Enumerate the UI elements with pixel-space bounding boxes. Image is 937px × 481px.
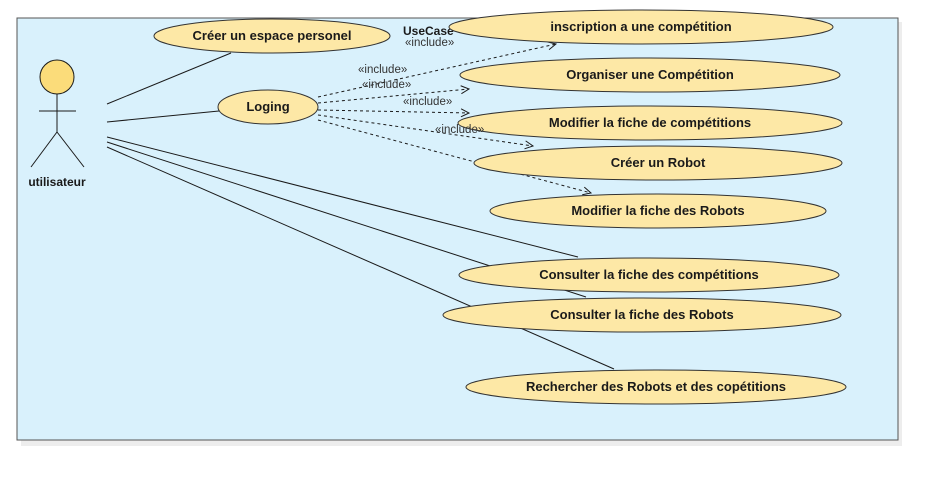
use-case-label: Organiser une Compétition <box>566 67 734 82</box>
use-case-rechercher[interactable]: Rechercher des Robots et des copétitions <box>465 369 847 405</box>
use-case-inscription[interactable]: inscription a une compétition <box>448 9 834 45</box>
usecases-layer: Créer un espace personel inscription a u… <box>153 9 847 405</box>
include-label: «include» <box>403 96 452 108</box>
use-case-label: Modifier la fiche de compétitions <box>549 115 751 130</box>
use-case-creer-espace[interactable]: Créer un espace personel <box>153 18 391 54</box>
use-case-label: Consulter la fiche des compétitions <box>539 267 759 282</box>
use-case-label: Loging <box>246 99 289 114</box>
include-arrow-inscription <box>317 44 556 98</box>
include-labels: «include» «include» «include» «include» … <box>358 37 484 136</box>
association-rechercher <box>106 146 615 370</box>
association-loging <box>106 110 220 123</box>
actor-right-leg <box>56 131 85 168</box>
system-title: UseCase <box>403 24 454 38</box>
use-case-loging[interactable]: Loging <box>217 89 319 125</box>
actor-head-icon <box>39 59 75 95</box>
use-case-organiser[interactable]: Organiser une Compétition <box>459 57 841 93</box>
include-label: «include» <box>405 37 454 49</box>
include-label: «include» <box>435 124 484 136</box>
use-case-label: inscription a une compétition <box>550 19 731 34</box>
use-case-label: Consulter la fiche des Robots <box>550 307 733 322</box>
use-case-modifier-competitions[interactable]: Modifier la fiche de compétitions <box>457 105 843 141</box>
use-case-label: Modifier la fiche des Robots <box>571 203 744 218</box>
use-case-modifier-robots[interactable]: Modifier la fiche des Robots <box>489 193 827 229</box>
include-arrow-modifier-competitions <box>317 110 469 113</box>
use-case-creer-robot[interactable]: Créer un Robot <box>473 145 843 181</box>
use-case-consulter-competitions[interactable]: Consulter la fiche des compétitions <box>458 257 840 293</box>
use-case-label: Créer un espace personel <box>193 28 352 43</box>
includes-layer <box>317 44 591 193</box>
use-case-label: Créer un Robot <box>611 155 706 170</box>
include-arrow-creer-robot <box>317 114 533 146</box>
actor-utilisateur[interactable]: utilisateur <box>28 59 86 189</box>
use-case-label: Rechercher des Robots et des copétitions <box>526 379 786 394</box>
actor-name: utilisateur <box>28 175 86 189</box>
include-arrow-modifier-robots <box>317 119 591 193</box>
actor-left-leg <box>30 131 58 168</box>
include-label: «include» <box>362 79 411 91</box>
association-creer-espace <box>106 52 232 105</box>
include-arrow-organiser <box>317 89 469 104</box>
include-label: «include» <box>358 64 407 76</box>
use-case-consulter-robots[interactable]: Consulter la fiche des Robots <box>442 297 842 333</box>
association-consulter-competitions <box>106 136 579 258</box>
